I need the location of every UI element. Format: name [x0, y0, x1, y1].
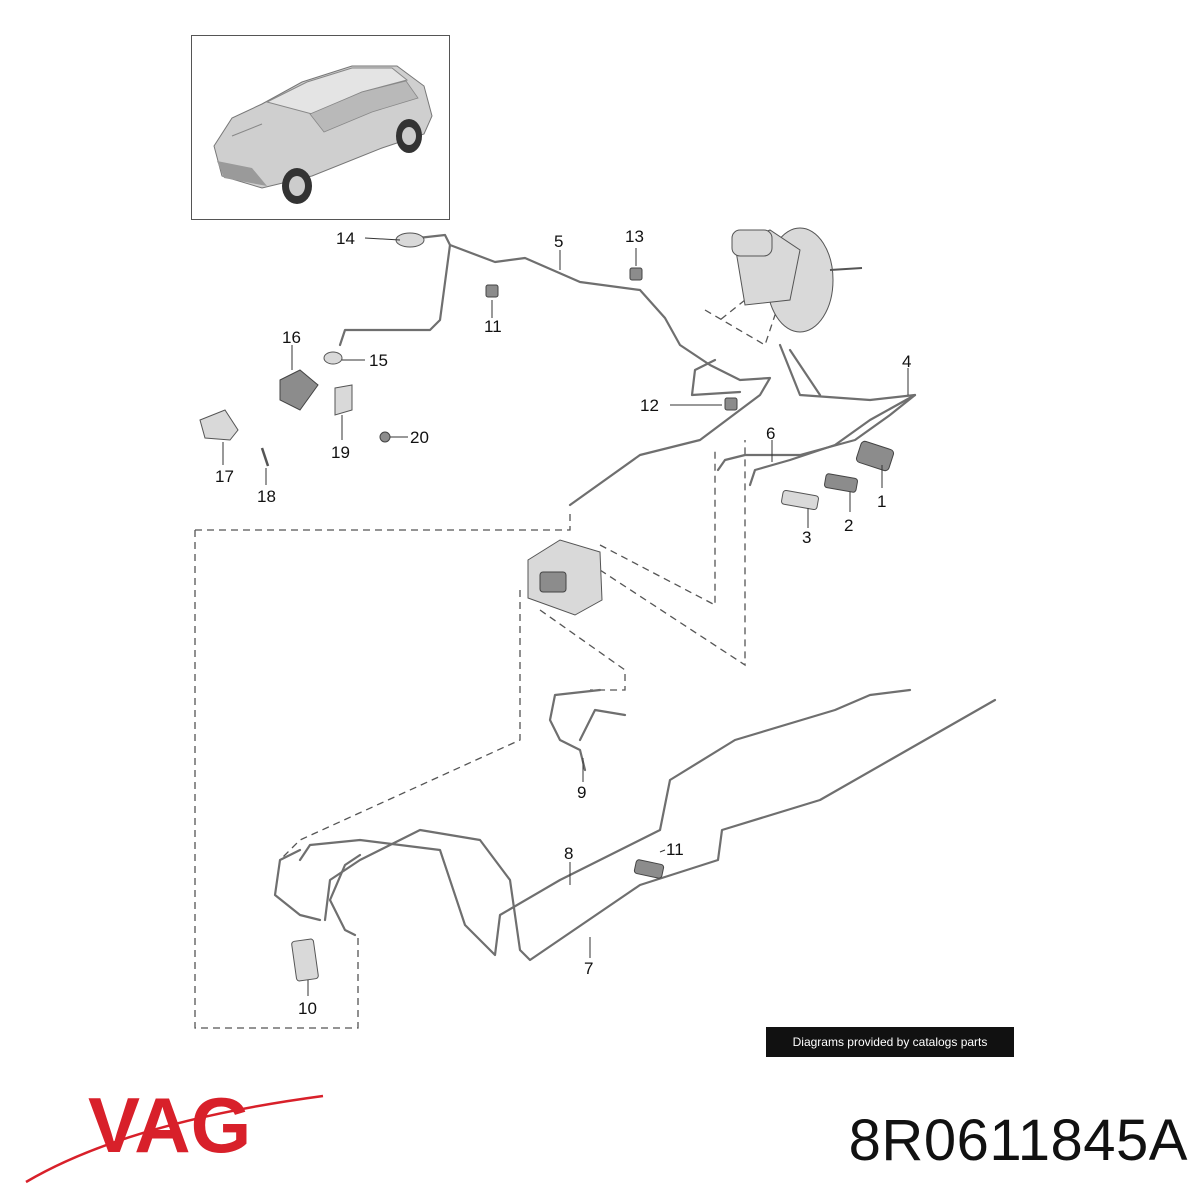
- callout-13: 13: [625, 227, 644, 246]
- part-11-lower: [633, 859, 665, 879]
- callout-11-upper: 11: [484, 317, 502, 336]
- part-16: [279, 369, 319, 411]
- credit-banner: Diagrams provided by catalogs parts: [766, 1027, 1014, 1057]
- part-20: [379, 431, 391, 443]
- part-1: [855, 440, 895, 472]
- callout-20: 20: [410, 428, 429, 447]
- brake-booster: [731, 227, 863, 333]
- part-3: [781, 489, 819, 511]
- leader-lines: [222, 237, 909, 996]
- callout-14: 14: [336, 229, 355, 248]
- callout-18: 18: [257, 487, 276, 506]
- callout-7: 7: [584, 959, 593, 978]
- callout-11-lower: 11: [666, 840, 684, 859]
- part-13: [629, 267, 643, 281]
- callout-10: 10: [298, 999, 317, 1018]
- part-15: [323, 351, 343, 365]
- abs-unit: [527, 539, 603, 616]
- vehicle-inset: [191, 35, 450, 220]
- callout-12: 12: [640, 396, 659, 415]
- brake-line-7: [323, 698, 997, 962]
- callout-4: 4: [902, 352, 911, 371]
- part-18: [260, 447, 270, 467]
- callout-19: 19: [331, 443, 350, 462]
- logo-swoosh: [25, 1094, 324, 1184]
- callout-3: 3: [802, 528, 811, 547]
- vag-logo: VAG: [25, 1082, 324, 1184]
- brake-line-6: [748, 348, 917, 487]
- callout-6: 6: [766, 424, 775, 443]
- part-11-upper: [485, 284, 499, 298]
- part-number: 8R0611845A: [848, 1108, 1188, 1173]
- callout-8: 8: [564, 844, 573, 863]
- brake-line-10: [273, 848, 362, 937]
- brake-line-4: [716, 343, 917, 472]
- part-12: [724, 397, 738, 411]
- callout-16: 16: [282, 328, 301, 347]
- brake-line-5b: [448, 243, 772, 507]
- brake-line-5: [338, 233, 452, 347]
- part-19: [334, 384, 353, 416]
- callout-17: 17: [215, 467, 234, 486]
- brake-line-9: [548, 688, 627, 772]
- callout-2: 2: [844, 516, 853, 535]
- car-illustration: [213, 65, 433, 204]
- callout-5: 5: [554, 232, 563, 251]
- callout-15: 15: [369, 351, 388, 370]
- part-10: [291, 938, 319, 982]
- logo-text: VAG: [88, 1082, 251, 1169]
- callout-9: 9: [577, 783, 586, 802]
- callout-1: 1: [877, 492, 886, 511]
- brake-line-8: [298, 688, 912, 957]
- assembly-outline: [194, 299, 781, 1029]
- part-2: [824, 473, 858, 493]
- brake-line-loop: [690, 358, 742, 397]
- part-14: [395, 232, 425, 248]
- part-17: [199, 409, 239, 441]
